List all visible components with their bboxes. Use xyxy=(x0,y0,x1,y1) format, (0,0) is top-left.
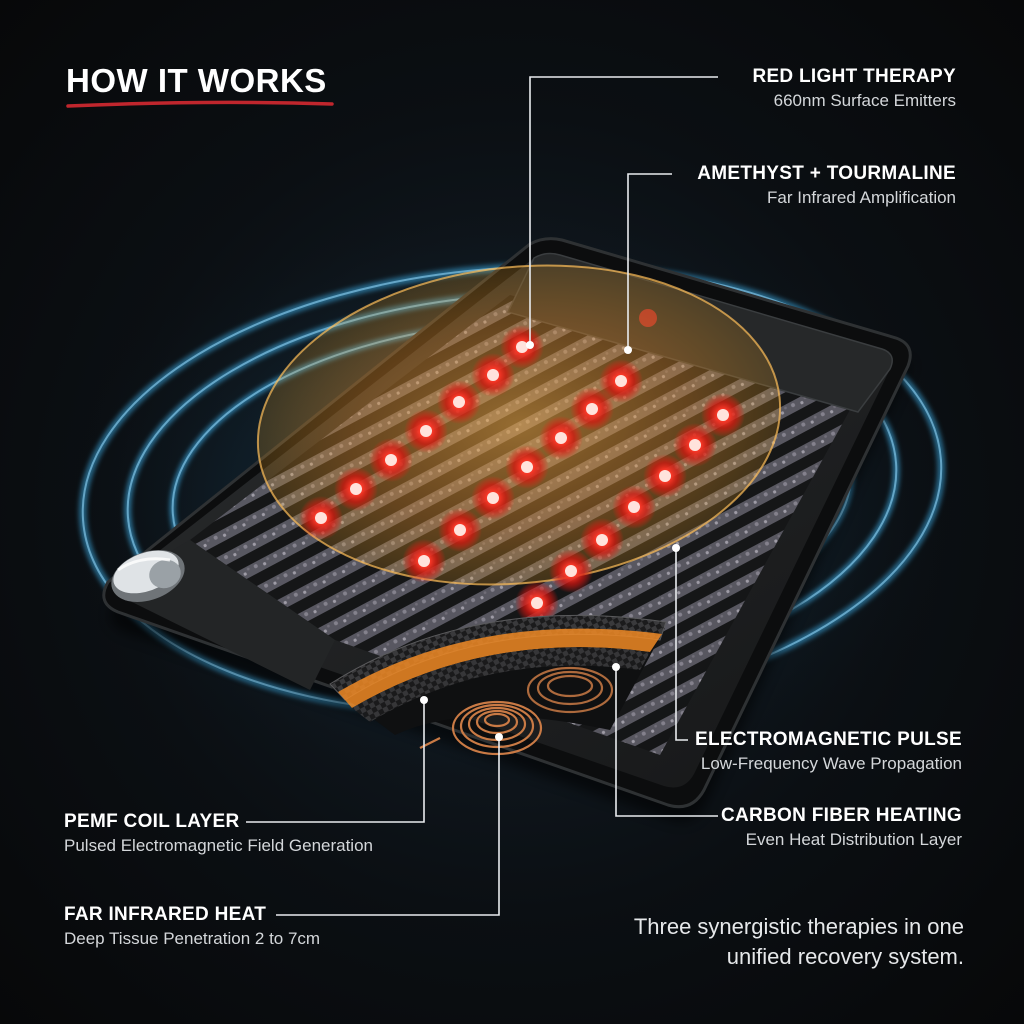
led-emitter xyxy=(471,353,515,397)
callout-subtext: Low-Frequency Wave Propagation xyxy=(700,754,962,773)
heating-element-glow xyxy=(338,628,662,708)
led-emitter xyxy=(515,581,559,625)
cutaway-layers xyxy=(329,614,667,756)
led-emitter xyxy=(438,508,482,552)
callout-subtext: Far Infrared Amplification xyxy=(767,188,956,207)
led-emitter xyxy=(580,518,624,562)
callout-heading: RED LIGHT THERAPY xyxy=(752,66,956,87)
callout-red-light-therapy: RED LIGHT THERAPY 660nm Surface Emitters xyxy=(752,65,956,113)
callout-subtext: Pulsed Electromagnetic Field Generation xyxy=(64,836,373,855)
callout-far-infrared-heat: FAR INFRARED HEAT Deep Tissue Penetratio… xyxy=(64,903,320,951)
callout-heading: ELECTROMAGNETIC PULSE xyxy=(694,729,962,750)
led-emitter xyxy=(612,485,656,529)
led-emitter xyxy=(673,423,717,467)
callout-heading: AMETHYST + TOURMALINE xyxy=(697,163,956,184)
callout-subtext: Deep Tissue Penetration 2 to 7cm xyxy=(64,929,321,948)
led-emitter xyxy=(500,325,544,369)
led-emitter-grid xyxy=(299,325,745,625)
callout-heading: FAR INFRARED HEAT xyxy=(64,904,267,925)
title-underline xyxy=(66,100,334,108)
leader-far-infrared xyxy=(276,737,500,916)
led-emitter xyxy=(299,496,343,540)
callout-carbon-fiber-heating: CARBON FIBER HEATING Even Heat Distribut… xyxy=(721,804,962,852)
led-emitter xyxy=(539,416,583,460)
led-emitter xyxy=(599,359,643,403)
callout-subtext: 660nm Surface Emitters xyxy=(773,91,956,110)
leader-carbon-fiber xyxy=(615,667,718,817)
led-emitter xyxy=(570,387,614,431)
leader-lines xyxy=(246,76,718,916)
callout-electromagnetic-pulse: ELECTROMAGNETIC PULSE Low-Frequency Wave… xyxy=(695,728,962,776)
led-emitter xyxy=(334,467,378,511)
led-emitter xyxy=(549,549,593,593)
led-emitter xyxy=(402,539,446,583)
callout-amethyst-tourmaline: AMETHYST + TOURMALINE Far Infrared Ampli… xyxy=(697,162,956,210)
led-emitter xyxy=(701,393,745,437)
leader-amethyst xyxy=(627,173,672,350)
led-emitter xyxy=(437,380,481,424)
callout-heading: CARBON FIBER HEATING xyxy=(720,805,962,826)
led-emitter xyxy=(369,438,413,482)
tagline: Three synergistic therapies in one unifi… xyxy=(633,914,964,969)
led-emitter xyxy=(643,454,687,498)
led-emitter xyxy=(404,409,448,453)
leader-red-light xyxy=(529,76,718,345)
page-title: HOW IT WORKS xyxy=(66,62,327,99)
controller-connector xyxy=(111,549,185,603)
leader-pemf xyxy=(246,700,425,823)
callout-heading: PEMF COIL LAYER xyxy=(64,811,240,832)
led-emitter xyxy=(505,445,549,489)
leader-endpoints xyxy=(420,341,680,741)
carbon-fiber-base xyxy=(352,647,650,722)
callout-pemf-coil-layer: PEMF COIL LAYER Pulsed Electromagnetic F… xyxy=(64,810,373,858)
leader-electromagnetic xyxy=(675,548,688,741)
led-emitter xyxy=(471,476,515,520)
callout-subtext: Even Heat Distribution Layer xyxy=(745,830,962,849)
